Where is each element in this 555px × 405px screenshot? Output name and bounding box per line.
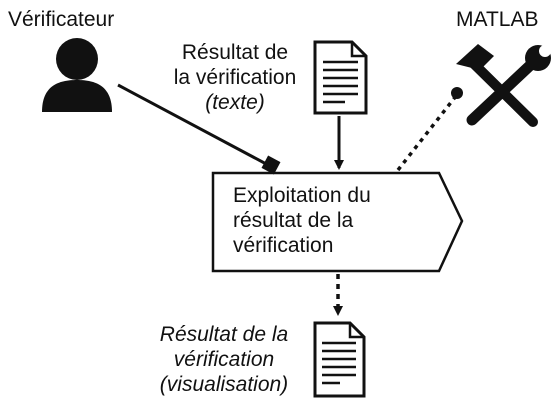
process-box [211, 171, 464, 273]
verifier-label: Vérificateur [8, 8, 115, 31]
tools-icon [456, 44, 551, 127]
input-artifact-line3: (texte) [205, 91, 265, 114]
tool-label: MATLAB [456, 8, 539, 31]
output-artifact-line2: vérification [173, 348, 275, 371]
verifier-connector [117, 83, 281, 175]
document-icon-input [313, 40, 368, 115]
output-artifact-label: Résultat de la vérification (visualisati… [140, 322, 308, 397]
input-artifact-line1: Résultat de [181, 41, 289, 64]
process-line1: Exploitation du [233, 184, 371, 207]
tool-connector [396, 87, 463, 172]
output-artifact-line1: Résultat de la [159, 323, 289, 346]
input-artifact-line2: la vérification [173, 66, 297, 89]
output-artifact-line3: (visualisation) [159, 373, 289, 396]
process-line3: vérification [233, 234, 334, 257]
process-label: Exploitation du résultat de la vérificat… [233, 183, 371, 258]
person-icon [42, 38, 112, 112]
process-line2: résultat de la [233, 209, 354, 232]
input-artifact-label: Résultat de la vérification (texte) [160, 40, 310, 115]
document-icon-output [313, 321, 366, 398]
